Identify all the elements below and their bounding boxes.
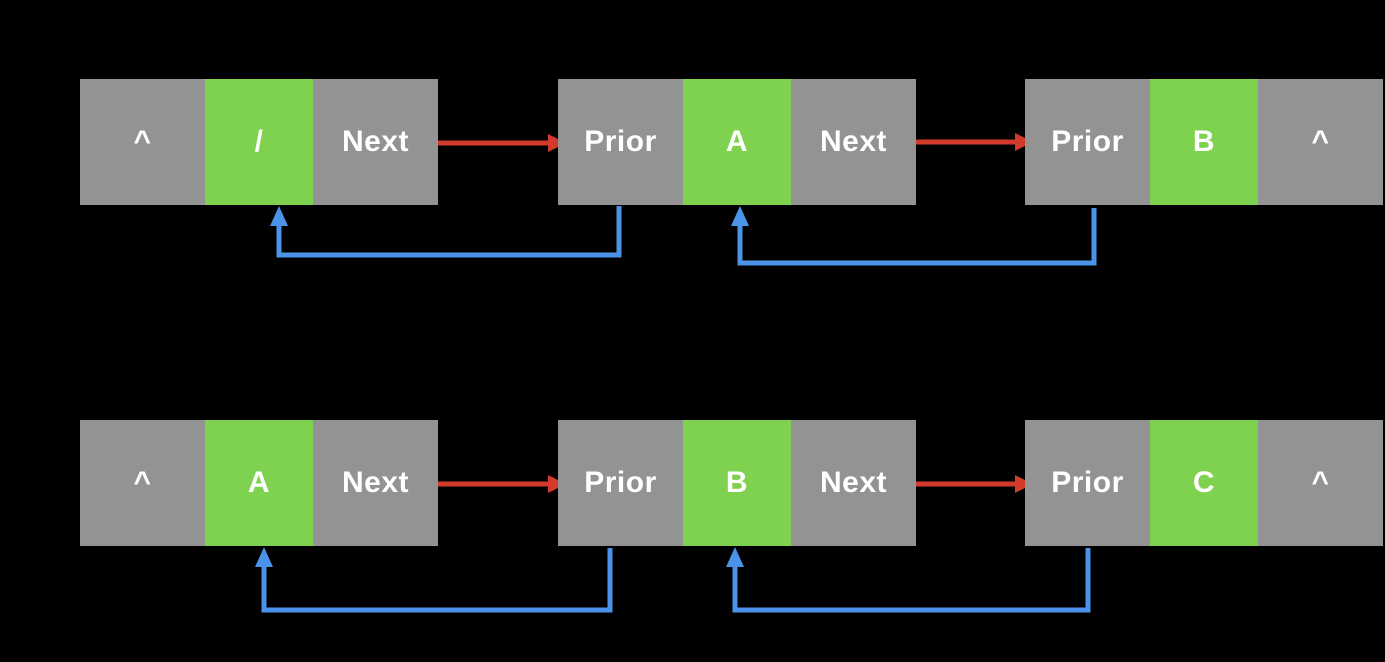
prior-arrowhead-icon <box>726 547 744 567</box>
row2-node1-head: ^ A Next <box>80 420 438 546</box>
row2-node1-data-cell: A <box>205 420 313 546</box>
prior-arrowhead-icon <box>255 547 273 567</box>
row2-node1-next-cell: Next <box>313 420 438 546</box>
prior-arrow-shaft <box>732 548 1091 613</box>
row2-node3-data-cell: C <box>1150 420 1258 546</box>
row1-node3-prior-cell: Prior <box>1025 79 1150 205</box>
row2-node2-next-cell: Next <box>791 420 916 546</box>
row1-node3-data-cell: B <box>1150 79 1258 205</box>
row1-node2: Prior A Next <box>558 79 916 205</box>
row1-node1-head: ^ / Next <box>80 79 438 205</box>
row2-node3-next-cell: ^ <box>1258 420 1383 546</box>
row1-node1-prior-cell: ^ <box>80 79 205 205</box>
prior-arrowhead-icon <box>270 206 288 226</box>
row1-node3-tail: Prior B ^ <box>1025 79 1383 205</box>
prior-arrow-row1-node3-to-node2 <box>731 206 1097 266</box>
prior-arrow-shaft <box>737 208 1097 266</box>
row2-node1-prior-cell: ^ <box>80 420 205 546</box>
row1-node1-data-cell: / <box>205 79 313 205</box>
row2-node3-tail: Prior C ^ <box>1025 420 1383 546</box>
prior-arrow-shaft <box>276 206 622 258</box>
prior-arrow-row2-node2-to-node1 <box>255 547 613 613</box>
row2-node2-data-cell: B <box>683 420 791 546</box>
row1-node2-prior-cell: Prior <box>558 79 683 205</box>
row2-node2: Prior B Next <box>558 420 916 546</box>
prior-arrow-row1-node2-to-node1 <box>270 206 622 258</box>
row1-node3-next-cell: ^ <box>1258 79 1383 205</box>
prior-arrow-row2-node3-to-node2 <box>726 547 1091 613</box>
prior-arrow-shaft <box>261 548 613 613</box>
row2-node3-prior-cell: Prior <box>1025 420 1150 546</box>
prior-arrowhead-icon <box>731 206 749 226</box>
row1-node2-data-cell: A <box>683 79 791 205</box>
row1-node2-next-cell: Next <box>791 79 916 205</box>
row2-node2-prior-cell: Prior <box>558 420 683 546</box>
row1-node1-next-cell: Next <box>313 79 438 205</box>
